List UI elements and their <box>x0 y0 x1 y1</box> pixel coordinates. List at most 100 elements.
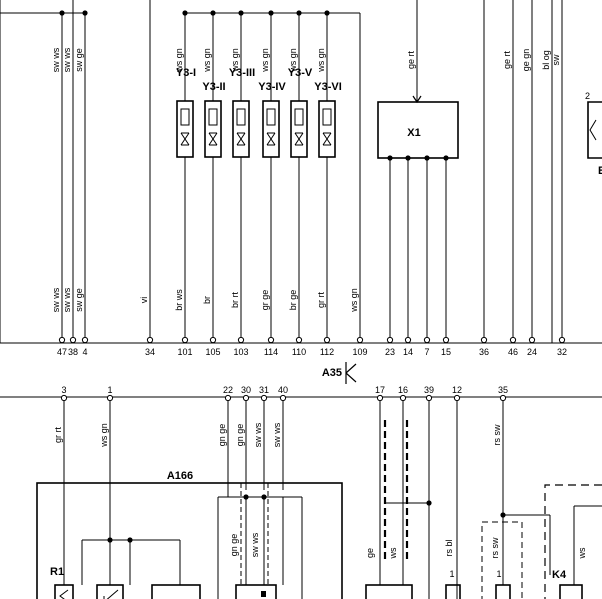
pin-number: 30 <box>241 385 251 395</box>
injector-label: Y3-V <box>288 67 313 79</box>
pin-number: 23 <box>385 347 395 357</box>
pin-terminal <box>453 394 461 402</box>
wire-color-label: ws <box>388 547 398 559</box>
connector-a35-label: A35 <box>322 367 342 379</box>
injector-label: Y3-II <box>202 81 225 93</box>
relay-k4-body <box>559 584 583 599</box>
junction-dot <box>500 512 506 518</box>
pin-terminal <box>323 336 331 344</box>
relay-housing-dashed <box>481 521 523 599</box>
wire-color-label: gr ge <box>260 290 270 311</box>
pin-terminal <box>423 336 431 344</box>
wire-color-label: sw ws <box>250 532 260 557</box>
junction-dot <box>387 155 393 161</box>
wire-color-label: sw <box>551 54 561 66</box>
pin-terminal <box>58 336 66 344</box>
pin-terminal <box>558 336 566 344</box>
wire-color-label: ge rt <box>502 50 512 69</box>
pin-number: 14 <box>403 347 413 357</box>
component-layer <box>36 10 602 599</box>
right-component-symbol <box>589 119 597 141</box>
pin-terminal <box>209 336 217 344</box>
pin-number: 112 <box>320 347 334 357</box>
wire-color-label: rs sw <box>492 424 502 445</box>
wire-color-label: ge rt <box>406 50 416 69</box>
pin-number: 105 <box>205 347 220 357</box>
module-a166-box <box>36 482 343 599</box>
junction-dot <box>268 10 274 16</box>
pin-number: 3 <box>61 385 66 395</box>
pin-number: 15 <box>441 347 451 357</box>
pin-terminal <box>295 336 303 344</box>
pin-terminal <box>60 394 68 402</box>
sensor-body <box>365 584 413 599</box>
pin-terminal <box>181 336 189 344</box>
wire-color-label: ws gn <box>288 48 298 73</box>
injector-label: Y3-I <box>176 67 196 79</box>
injector-coil <box>208 108 218 126</box>
pin-terminal <box>81 336 89 344</box>
pin-terminal <box>376 394 384 402</box>
relay-r1-label: R1 <box>50 566 64 578</box>
injector-body <box>290 100 308 158</box>
injector-valve-icon <box>208 132 218 146</box>
pin-number: 47 <box>57 347 67 357</box>
pin-number: 12 <box>452 385 462 395</box>
pin-terminal <box>399 394 407 402</box>
pin-terminal <box>224 394 232 402</box>
sensor-body <box>235 584 277 599</box>
wire-color-label: sw ws <box>62 47 72 72</box>
pin-terminal <box>442 336 450 344</box>
junction-dot <box>405 155 411 161</box>
wire-color-label: ws gn <box>230 48 240 73</box>
pin-terminal <box>279 394 287 402</box>
wire-color-label: ge <box>365 548 375 558</box>
wire-color-label: ws gn <box>316 48 326 73</box>
injector-coil <box>236 108 246 126</box>
pin-number: 16 <box>398 385 408 395</box>
wire-color-label: br rt <box>230 292 240 309</box>
component-label: E <box>598 165 602 177</box>
injector-coil <box>294 108 304 126</box>
connector-a35-marker <box>345 362 357 384</box>
wire-color-label: ws gn <box>260 48 270 73</box>
connector-x1-box <box>377 101 459 159</box>
pin-terminal <box>106 394 114 402</box>
pin-number: 35 <box>498 385 508 395</box>
wire-color-label: ws gn <box>174 48 184 73</box>
pin-number: 109 <box>352 347 367 357</box>
injector-coil <box>266 108 276 126</box>
junction-dot <box>243 494 249 500</box>
junction-dot <box>296 10 302 16</box>
pin-number: 2 <box>585 91 590 101</box>
wire-color-label: vi <box>139 297 149 304</box>
junction-dot <box>443 155 449 161</box>
wire-color-label: sw ws <box>51 287 61 312</box>
injector-valve-icon <box>294 132 304 146</box>
wire-color-label: br <box>202 296 212 304</box>
injector-valve-icon <box>266 132 276 146</box>
injector-body <box>262 100 280 158</box>
connector-x1-label: X1 <box>407 127 420 139</box>
pin-number: 4 <box>82 347 87 357</box>
pin-number: 17 <box>375 385 385 395</box>
junction-dot <box>182 10 188 16</box>
relay-k4-label: K4 <box>552 569 567 581</box>
wire-color-label: ws gn <box>349 288 359 313</box>
sensor-body <box>96 584 124 599</box>
junction-dot <box>127 537 133 543</box>
pin-number: 114 <box>264 347 278 357</box>
pin-number: 103 <box>233 347 248 357</box>
injector-body <box>176 100 194 158</box>
wire-color-label: gr rt <box>53 427 63 444</box>
relay-r1-symbol <box>59 589 69 599</box>
wire-color-label: sw ge <box>74 288 84 312</box>
pin-number: 31 <box>259 385 269 395</box>
pin-terminal <box>528 336 536 344</box>
relay-contact-body <box>495 584 511 599</box>
wire-color-label: rs bl <box>444 539 454 556</box>
sensor-arrow-icon <box>103 589 119 599</box>
junction-dot <box>238 10 244 16</box>
pin-number: 7 <box>424 347 429 357</box>
